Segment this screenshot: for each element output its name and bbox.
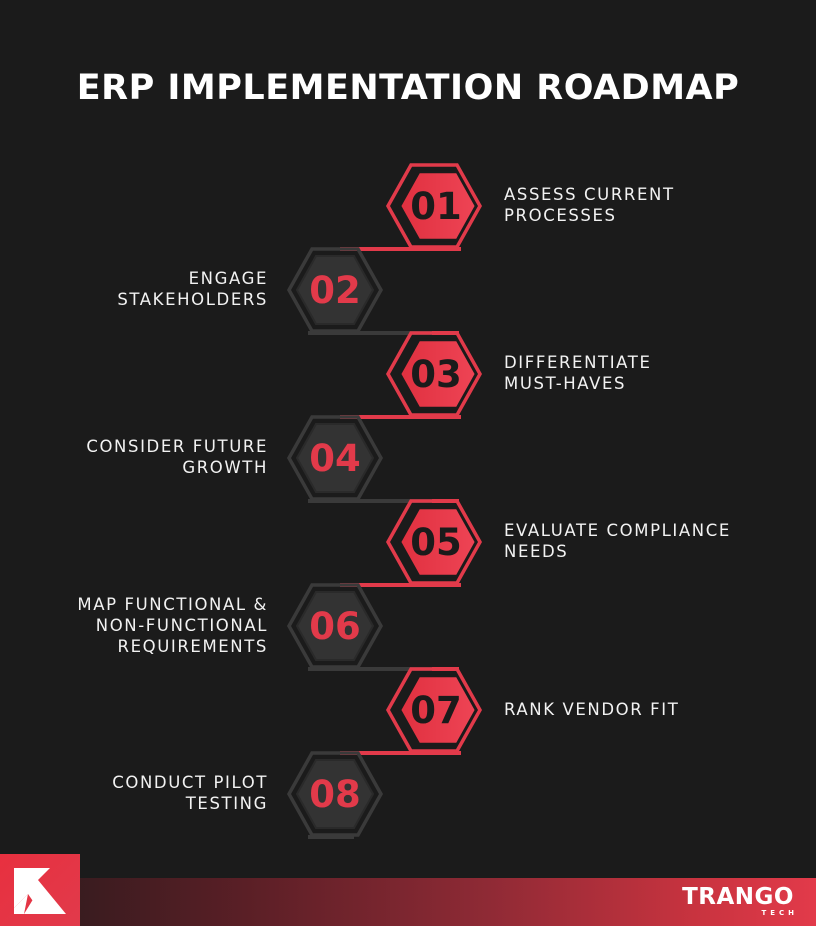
step-number: 05 bbox=[410, 521, 462, 564]
hexagon-outline bbox=[385, 667, 483, 753]
arrow-up-left-icon bbox=[14, 868, 66, 914]
hexagon-outline bbox=[286, 751, 384, 837]
step-02: 02 bbox=[286, 247, 459, 335]
step-number: 01 bbox=[410, 185, 462, 228]
hexagon-fill bbox=[295, 423, 375, 493]
hexagon-fill bbox=[295, 591, 375, 661]
step-label-05: EVALUATE COMPLIANCE NEEDS bbox=[504, 521, 731, 561]
step-label-07: RANK VENDOR FIT bbox=[504, 699, 680, 719]
step-label-02: ENGAGE STAKEHOLDERS bbox=[117, 269, 268, 309]
step-08: 08 bbox=[286, 751, 384, 839]
step-label-03: DIFFERENTIATE MUST-HAVES bbox=[504, 353, 652, 393]
step-number: 03 bbox=[410, 353, 462, 396]
brand-name: TRANGO bbox=[682, 884, 794, 910]
hexagon-fill bbox=[398, 338, 478, 410]
hexagon-outline bbox=[385, 331, 483, 417]
hexagon-outline bbox=[286, 247, 384, 333]
step-05: 05 bbox=[340, 499, 483, 587]
hexagon-outline bbox=[286, 583, 384, 669]
brand-logo: TRANGO TECH bbox=[682, 885, 794, 918]
hexagon-fill bbox=[295, 255, 375, 325]
hexagon-outline bbox=[385, 499, 483, 585]
step-label-06: MAP FUNCTIONAL & NON-FUNCTIONAL REQUIREM… bbox=[77, 594, 268, 656]
footer-bar bbox=[0, 878, 816, 926]
page-title: ERP IMPLEMENTATION ROADMAP bbox=[76, 68, 740, 108]
step-number: 08 bbox=[309, 773, 361, 816]
roadmap-diagram: 01 02 03 04 05 06 07 08 bbox=[286, 163, 483, 839]
step-number: 06 bbox=[309, 605, 361, 648]
step-number: 02 bbox=[309, 269, 361, 312]
hexagon-fill bbox=[398, 674, 478, 746]
hexagon-fill bbox=[295, 759, 375, 829]
step-number: 07 bbox=[410, 689, 462, 732]
logo-box bbox=[0, 854, 80, 926]
hexagon-outline bbox=[286, 415, 384, 501]
step-label-08: CONDUCT PILOT TESTING bbox=[112, 773, 268, 813]
step-01: 01 bbox=[340, 163, 483, 251]
step-03: 03 bbox=[340, 331, 483, 419]
step-04: 04 bbox=[286, 415, 459, 503]
step-label-01: ASSESS CURRENT PROCESSES bbox=[504, 185, 675, 225]
step-06: 06 bbox=[286, 583, 459, 671]
brand-subtitle: TECH bbox=[761, 909, 798, 917]
hexagon-outline bbox=[385, 163, 483, 249]
step-label-04: CONSIDER FUTURE GROWTH bbox=[86, 437, 268, 477]
step-number: 04 bbox=[309, 437, 361, 480]
step-07: 07 bbox=[340, 667, 483, 755]
hexagon-fill bbox=[398, 170, 478, 242]
hexagon-fill bbox=[398, 506, 478, 578]
